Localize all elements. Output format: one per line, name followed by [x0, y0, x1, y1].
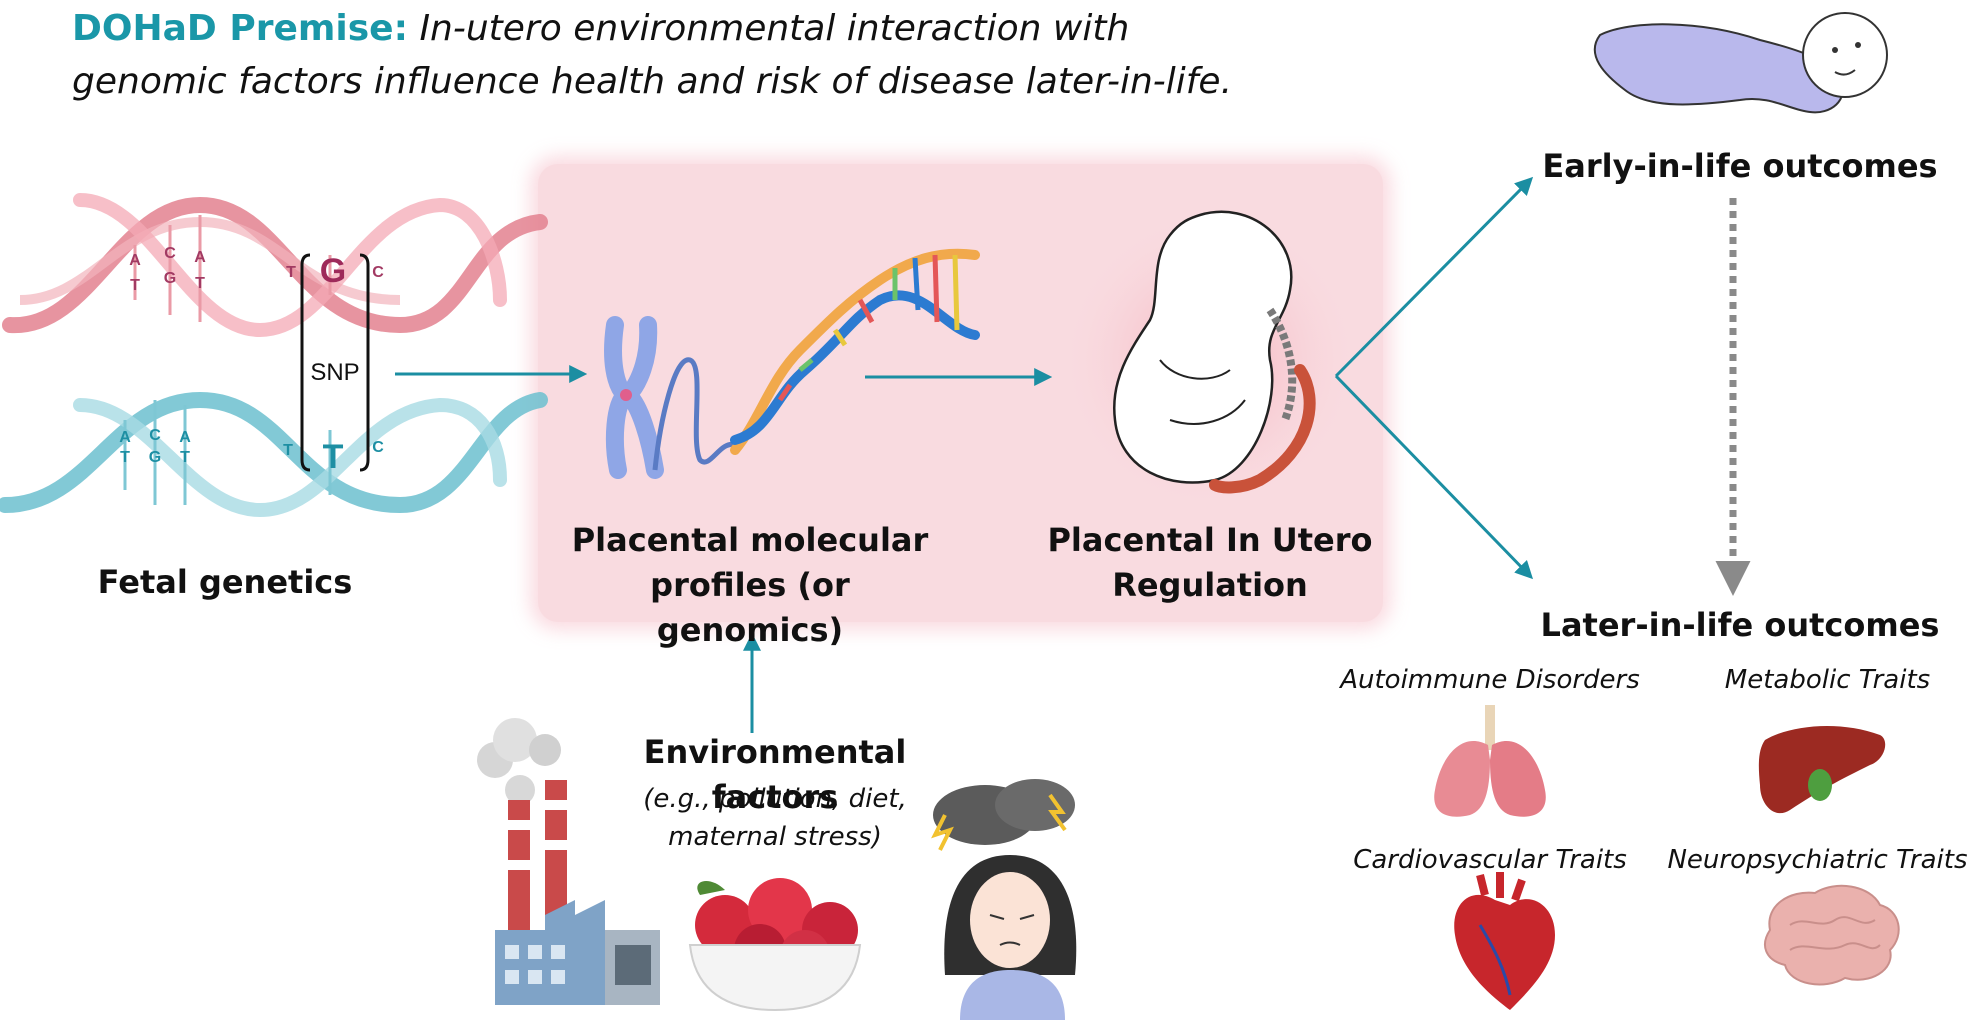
svg-text:T: T — [130, 277, 140, 294]
environmental-factors-label: Environmental factors — [643, 733, 907, 816]
dna-helix-top-icon — [2, 193, 548, 338]
liver-icon — [1758, 725, 1886, 814]
svg-text:C: C — [164, 245, 176, 262]
svg-text:A: A — [129, 252, 141, 269]
cardiovascular-label: Cardiovascular Traits — [1353, 845, 1627, 875]
snp-top-allele: G — [320, 252, 346, 290]
later-outcomes-label: Later-in-life outcomes — [1540, 606, 1940, 644]
premise-lead: DOHaD Premise: — [72, 8, 408, 49]
unwinding-dna-icon — [730, 248, 980, 455]
placental-regulation-line1: Placental In Utero — [1047, 521, 1373, 559]
fetal-genetics-label: Fetal genetics — [97, 563, 353, 601]
premise-line1: In-utero environmental interaction with — [419, 8, 1130, 49]
svg-text:T: T — [195, 275, 205, 292]
snp-bottom-allele: T — [323, 438, 344, 476]
outcome-arrows — [1334, 176, 1534, 580]
neuropsychiatric-label: Neuropsychiatric Traits — [1667, 845, 1968, 875]
svg-text:G: G — [164, 270, 176, 287]
placental-molecular-line2: profiles (or genomics) — [650, 566, 850, 649]
fetus-icon — [1060, 210, 1360, 510]
factory-pollution-icon — [477, 718, 660, 1005]
svg-text:T: T — [180, 449, 190, 466]
env-examples-line2: maternal stress) — [668, 822, 882, 852]
snp-bottom-left: T — [283, 442, 293, 459]
chromosome-icon — [604, 316, 736, 479]
svg-text:T: T — [120, 449, 130, 466]
snp-top-left: T — [286, 264, 296, 281]
environmental-examples: (e.g., pollution, diet, maternal stress) — [610, 780, 940, 856]
lungs-icon — [1434, 705, 1546, 817]
heart-icon — [1454, 872, 1555, 1010]
metabolic-label: Metabolic Traits — [1724, 665, 1931, 695]
baby-icon — [1593, 12, 1888, 114]
svg-text:A: A — [119, 429, 131, 446]
dna-bottom-letters: A T C G A T — [119, 427, 191, 466]
snp-bracket-icon — [300, 253, 370, 472]
early-outcomes-label: Early-in-life outcomes — [1542, 147, 1938, 185]
svg-text:A: A — [194, 249, 206, 266]
maternal-stress-icon — [931, 779, 1077, 1020]
svg-text:C: C — [149, 427, 161, 444]
placental-regulation-line2: Regulation — [1112, 566, 1308, 604]
svg-text:A: A — [179, 429, 191, 446]
premise-title: DOHaD Premise: In-utero environmental in… — [72, 2, 1232, 108]
dna-top-letters: A T C G A T — [129, 245, 206, 294]
apple-bowl-icon — [688, 878, 862, 1012]
placental-regulation-label: Placental In Utero Regulation — [1040, 518, 1380, 608]
placental-molecular-line1: Placental molecular — [571, 521, 929, 559]
autoimmune-label: Autoimmune Disorders — [1340, 665, 1640, 695]
snp-bottom-right: C — [372, 439, 384, 456]
dna-helix-bottom-icon — [0, 391, 548, 518]
svg-text:G: G — [149, 449, 161, 466]
snp-label: SNP — [310, 359, 359, 386]
placental-molecular-label: Placental molecular profiles (or genomic… — [555, 518, 945, 653]
premise-line2: genomic factors influence health and ris… — [72, 61, 1233, 102]
env-examples-line1: (e.g., pollution, diet, — [643, 784, 907, 814]
snp-top-right: C — [372, 264, 384, 281]
brain-icon — [1764, 884, 1900, 986]
